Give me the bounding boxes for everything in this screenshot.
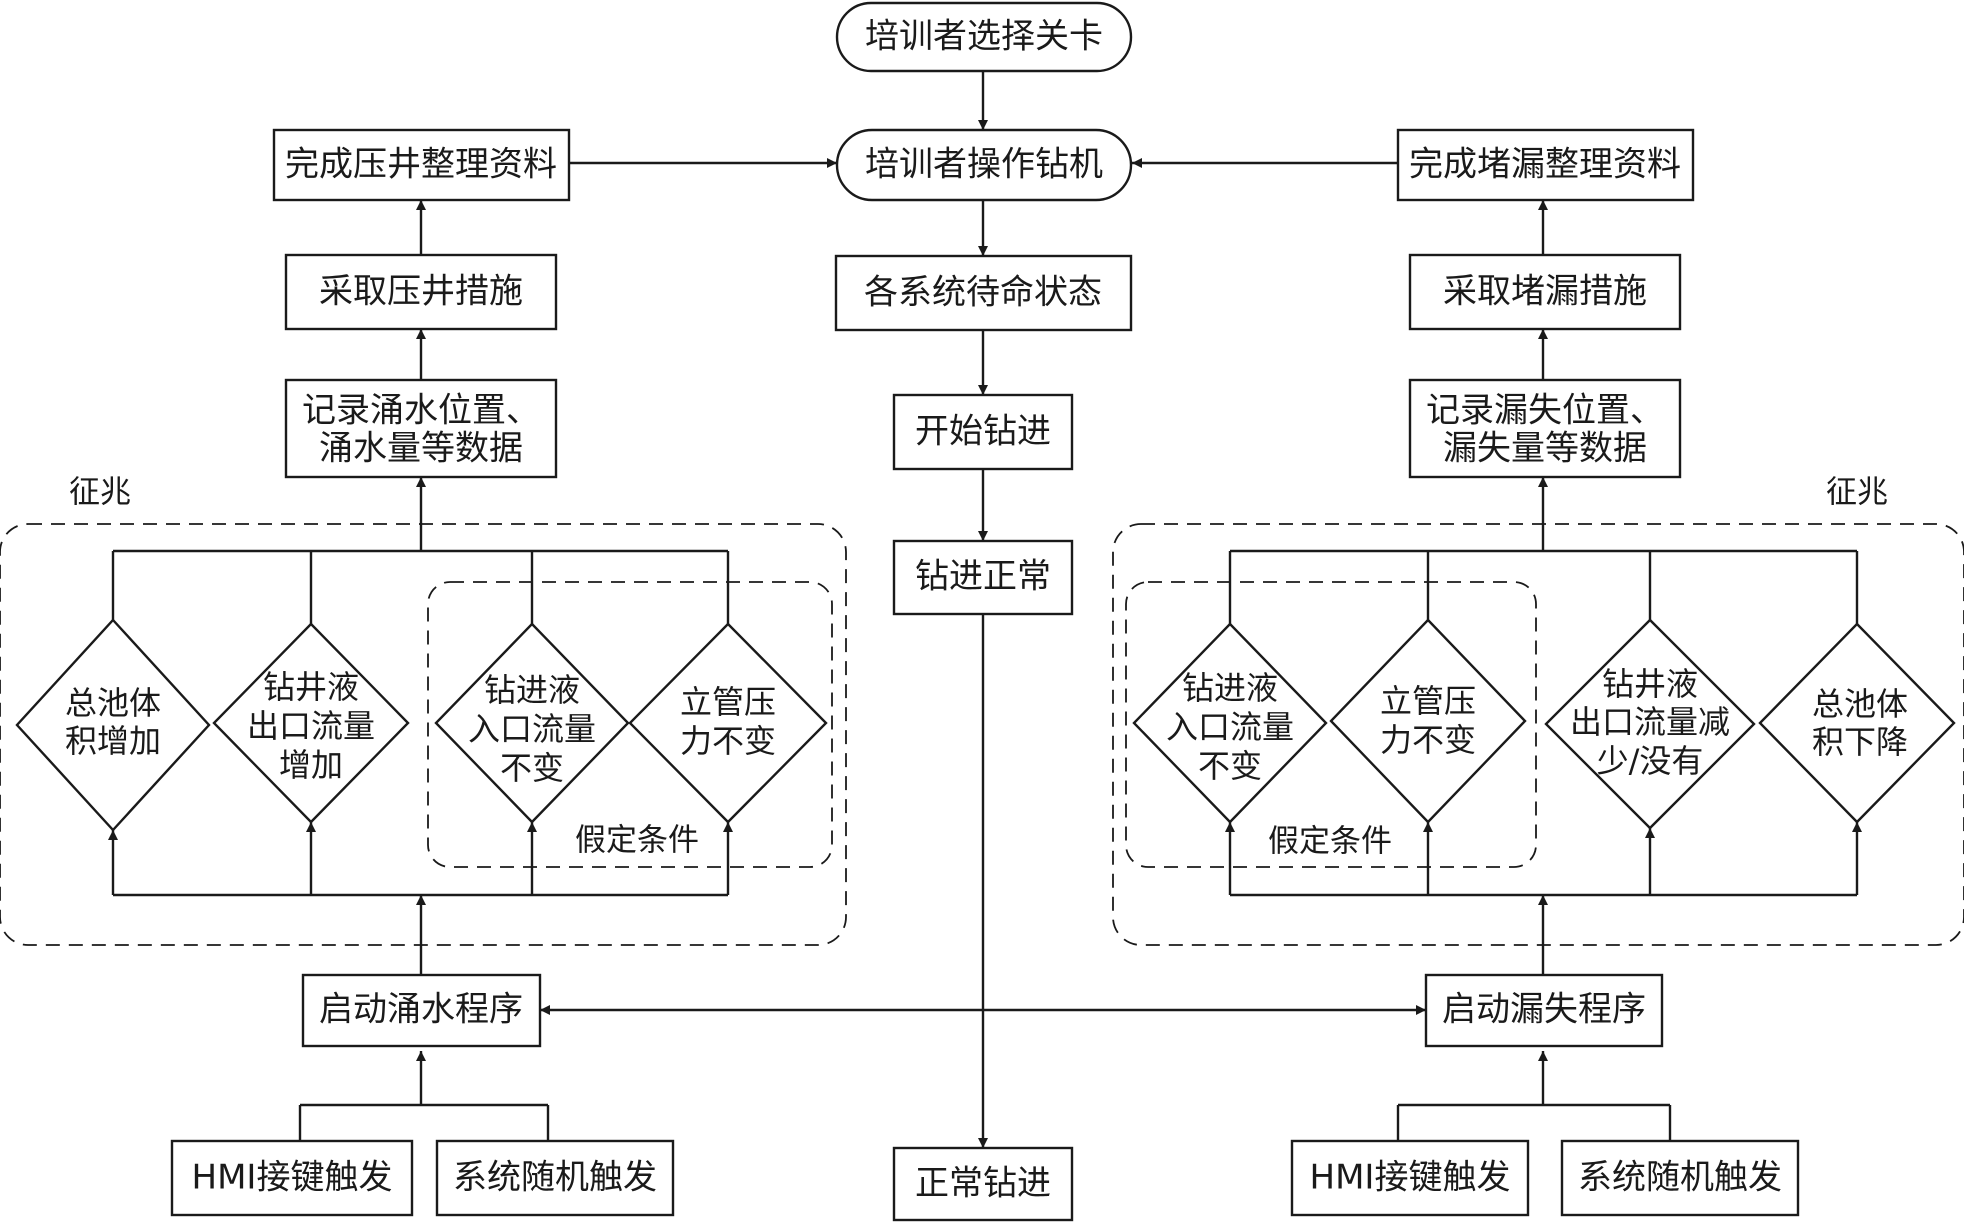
- kick-record-node: 记录涌水位置、 涌水量等数据: [284, 378, 558, 479]
- kick-diamond-3-line-3: 不变: [500, 749, 564, 787]
- loss-diamond-4-line-1: 总池体: [1812, 685, 1908, 723]
- loss-start-program-node: 启动漏失程序: [1424, 973, 1664, 1048]
- kick-start-program-label: 启动涌水程序: [319, 990, 523, 1030]
- standby-label: 各系统待命状态: [864, 273, 1102, 313]
- loss-signs-label: 征兆: [1826, 475, 1888, 511]
- loss-record-node: 记录漏失位置、 漏失量等数据: [1408, 378, 1682, 479]
- normal-drilling-label: 正常钻进: [915, 1164, 1051, 1204]
- kick-diamond-inlet-flow: 钻进液 入口流量 不变: [434, 622, 630, 824]
- loss-diamond-inlet-flow: 钻进液 入口流量 不变: [1132, 622, 1328, 824]
- operate-rig-label: 培训者操作钻机: [865, 145, 1103, 185]
- kick-diamond-3-line-1: 钻进液: [484, 671, 580, 709]
- kick-diamond-4-line-1: 立管压: [680, 683, 776, 721]
- drilling-ok-label: 钻进正常: [915, 557, 1051, 597]
- loss-diamond-1-line-2: 入口流量: [1166, 708, 1294, 746]
- kick-signs-label: 征兆: [69, 475, 131, 511]
- loss-diamond-standpipe-pressure: 立管压 力不变: [1329, 618, 1527, 824]
- select-level-label: 培训者选择关卡: [865, 17, 1103, 57]
- standby-node: 各系统待命状态: [834, 254, 1133, 332]
- kick-diamond-4-line-2: 力不变: [680, 722, 776, 760]
- kick-trigger-hmi-node: HMI接键触发: [170, 1139, 414, 1217]
- loss-signs-region: [1112, 523, 1964, 946]
- loss-diamond-3-line-1: 钻井液: [1602, 665, 1698, 703]
- kick-trigger-random-label: 系统随机触发: [453, 1158, 657, 1198]
- loss-diamond-2-line-1: 立管压: [1380, 682, 1476, 720]
- kick-finish-node: 完成压井整理资料: [272, 128, 571, 202]
- kick-diamond-2-line-2: 出口流量: [247, 707, 375, 745]
- loss-diamond-outlet-flow: 钻井液 出口流量减 少/没有: [1544, 618, 1756, 830]
- loss-start-program-label: 启动漏失程序: [1442, 990, 1646, 1030]
- start-drilling-node: 开始钻进: [892, 393, 1074, 471]
- loss-assume-label: 假定条件: [1268, 824, 1392, 860]
- kick-assume-label: 假定条件: [575, 823, 699, 859]
- kick-trigger-hmi-label: HMI接键触发: [192, 1158, 393, 1198]
- kick-record-line-2: 涌水量等数据: [319, 429, 523, 469]
- kick-diamond-2-line-1: 钻井液: [263, 668, 359, 706]
- connectors: [108, 71, 1862, 1148]
- loss-measures-label: 采取堵漏措施: [1443, 272, 1647, 312]
- loss-diamond-1-line-1: 钻进液: [1182, 669, 1278, 707]
- loss-assume-region: [1125, 581, 1537, 868]
- loss-record-line-2: 漏失量等数据: [1443, 429, 1647, 469]
- kick-finish-label: 完成压井整理资料: [285, 145, 557, 185]
- kick-diamond-3-line-2: 入口流量: [468, 710, 596, 748]
- kick-diamond-standpipe-pressure: 立管压 力不变: [628, 622, 828, 824]
- kick-diamond-1-line-1: 总池体: [65, 684, 161, 722]
- kick-trigger-random-node: 系统随机触发: [435, 1139, 675, 1217]
- operate-rig-node: 培训者操作钻机: [835, 128, 1133, 202]
- loss-record-line-1: 记录漏失位置、: [1426, 391, 1664, 431]
- loss-diamond-4-line-2: 积下降: [1812, 723, 1908, 761]
- kick-signs-region: [0, 523, 847, 946]
- kick-assume-region: [427, 581, 833, 868]
- kick-measures-node: 采取压井措施: [284, 253, 558, 331]
- kick-start-program-node: 启动涌水程序: [301, 973, 542, 1048]
- loss-diamond-2-line-2: 力不变: [1380, 721, 1476, 759]
- kick-diamond-outlet-flow: 钻井液 出口流量 增加: [212, 622, 410, 824]
- normal-drilling-node: 正常钻进: [892, 1146, 1074, 1222]
- kick-record-line-1: 记录涌水位置、: [302, 391, 540, 431]
- kick-diamond-2-line-3: 增加: [279, 746, 343, 784]
- kick-diamond-1-line-2: 积增加: [65, 722, 161, 760]
- kick-diamond-pool-volume: 总池体 积增加: [15, 618, 211, 832]
- start-drilling-label: 开始钻进: [915, 412, 1051, 452]
- loss-trigger-random-label: 系统随机触发: [1578, 1158, 1782, 1198]
- start-node-select-level: 培训者选择关卡: [835, 1, 1133, 73]
- loss-trigger-random-node: 系统随机触发: [1560, 1139, 1800, 1217]
- loss-diamond-3-line-2: 出口流量减: [1570, 703, 1730, 741]
- loss-measures-node: 采取堵漏措施: [1408, 253, 1682, 331]
- loss-trigger-hmi-label: HMI接键触发: [1310, 1158, 1511, 1198]
- kick-measures-label: 采取压井措施: [319, 272, 523, 312]
- loss-diamond-3-line-3: 少/没有: [1597, 742, 1704, 780]
- drilling-ok-node: 钻进正常: [892, 539, 1074, 616]
- loss-trigger-hmi-node: HMI接键触发: [1290, 1139, 1530, 1217]
- loss-diamond-pool-volume: 总池体 积下降: [1758, 622, 1956, 824]
- loss-finish-node: 完成堵漏整理资料: [1396, 128, 1695, 202]
- loss-diamond-1-line-3: 不变: [1198, 747, 1262, 785]
- loss-finish-label: 完成堵漏整理资料: [1409, 145, 1681, 185]
